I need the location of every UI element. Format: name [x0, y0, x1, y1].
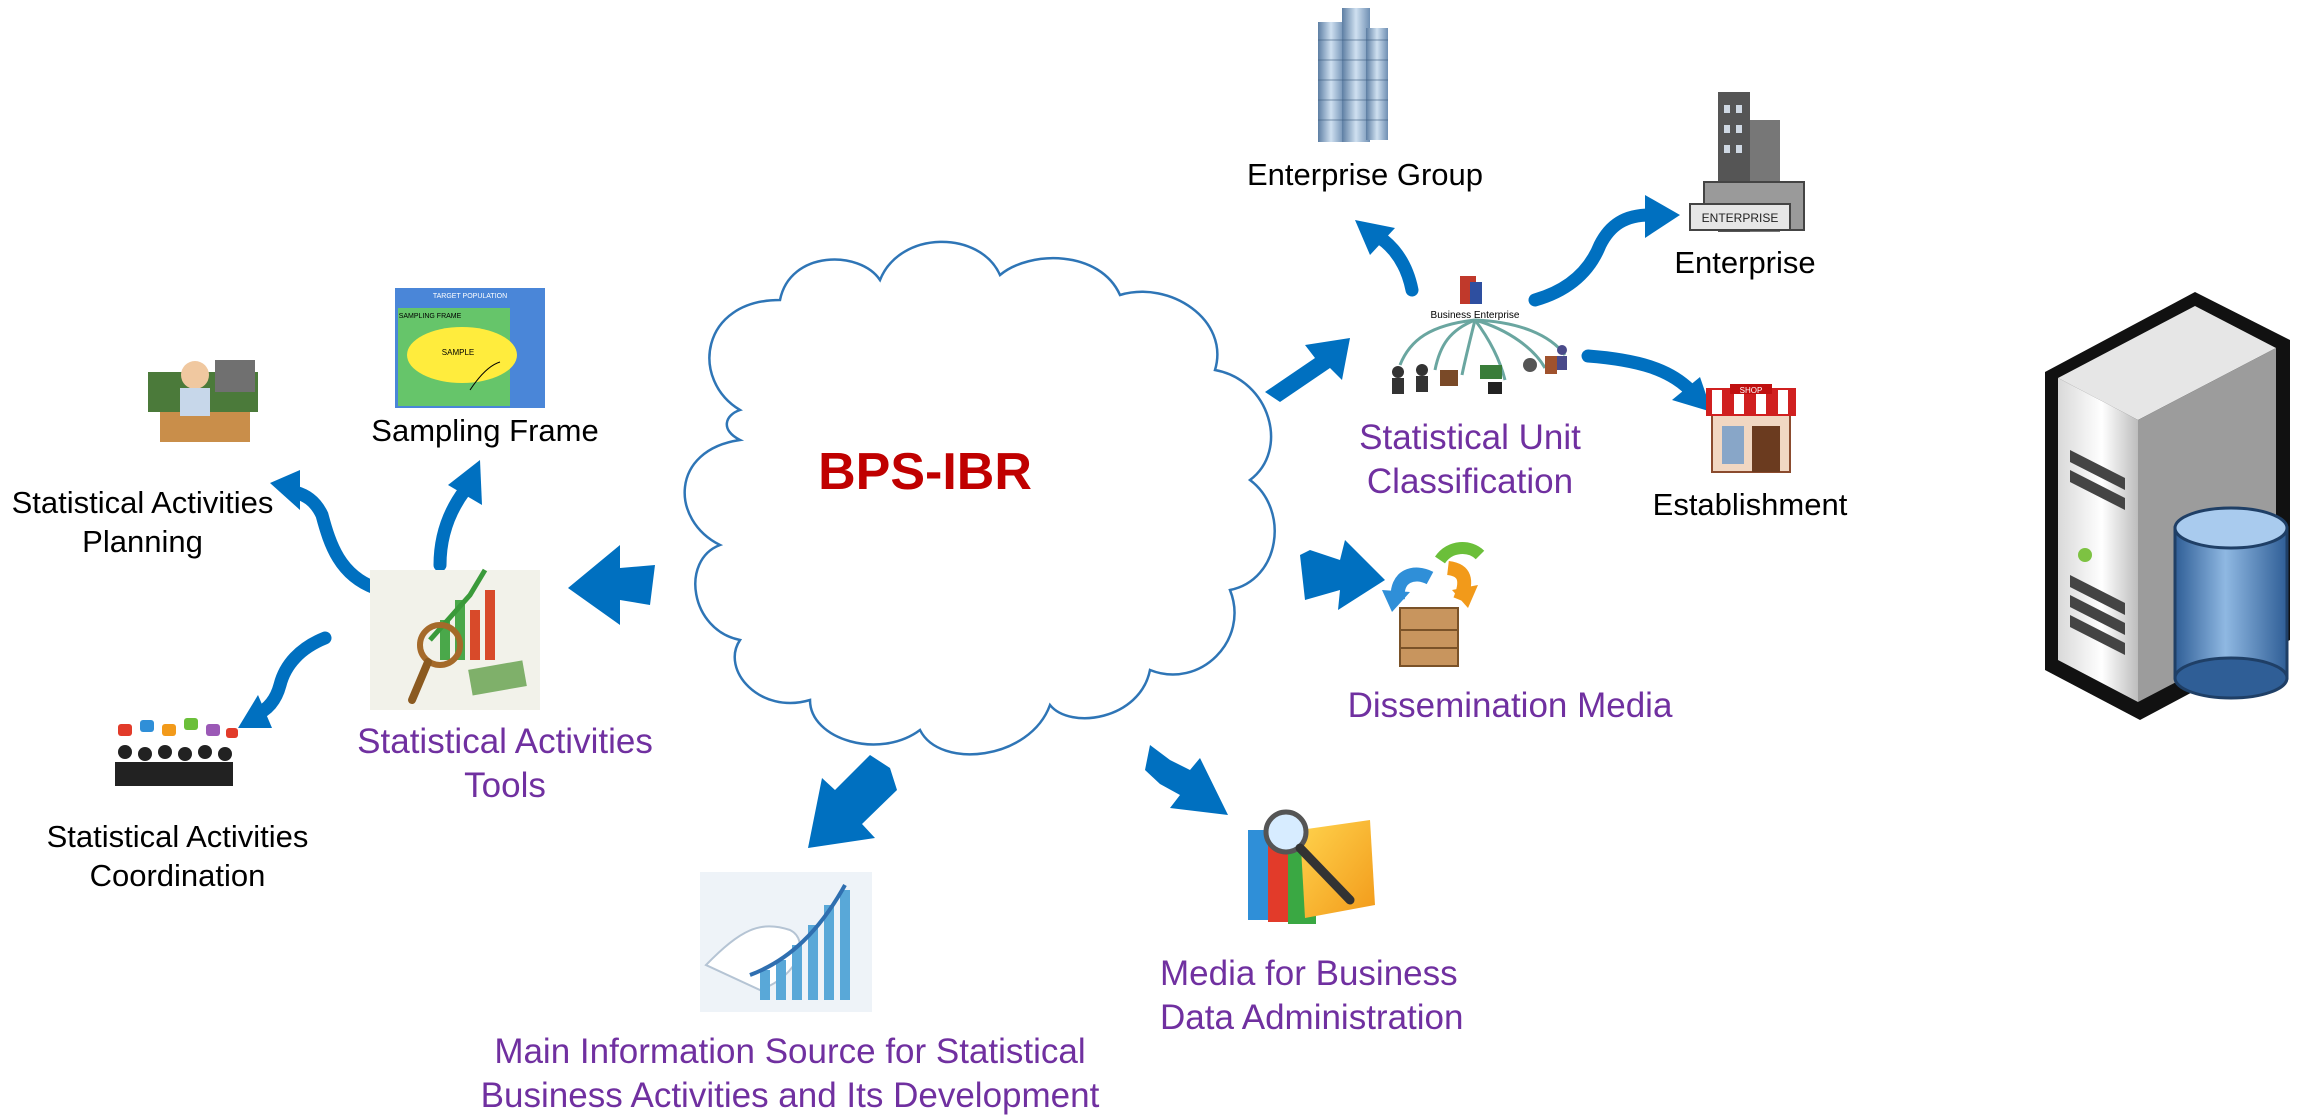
- target-population-text: TARGET POPULATION: [433, 293, 507, 300]
- label-suc-line2: Classification: [1366, 461, 1574, 501]
- growth-chart-picture-icon: [700, 872, 872, 1012]
- head-coordination: [238, 695, 272, 728]
- person-at-desk-icon: [148, 360, 258, 442]
- tools-chart-magnifier-icon: [370, 568, 540, 710]
- label-mis-line2: Business Activities and Its Development: [480, 1075, 1100, 1115]
- label-sap-line1: Statistical Activities: [11, 485, 274, 520]
- label-statistical-unit-classification: Statistical Unit Classification: [1340, 416, 1600, 504]
- label-sap-line2: Planning: [82, 523, 203, 559]
- center-title: BPS-IBR: [818, 443, 1032, 501]
- label-statistical-activities-tools: Statistical Activities Tools: [320, 720, 690, 808]
- label-suc-line1: Statistical Unit: [1359, 418, 1581, 457]
- arrow-to-dissemination: [1300, 540, 1385, 610]
- label-media-business-admin: Media for Business Data Administration: [1160, 952, 1500, 1040]
- label-establishment: Establishment: [1652, 487, 1848, 522]
- curve-to-enterprise: [1528, 208, 1657, 307]
- label-mba-line2: Data Administration: [1160, 997, 1464, 1037]
- label-sat-line2: Tools: [464, 765, 546, 805]
- label-mba-line1: Media for Business: [1160, 954, 1458, 993]
- curve-arrowheads: [238, 195, 1712, 728]
- business-enterprise-hierarchy-icon: Business Enterprise: [1392, 276, 1567, 394]
- server-database-icon: [2045, 292, 2290, 720]
- label-sac-line1: Statistical Activities: [46, 819, 309, 854]
- bps-ibr-cloud: [683, 240, 1276, 756]
- curve-to-coordination: [248, 631, 332, 722]
- business-enterprise-text: Business Enterprise: [1431, 310, 1520, 321]
- label-enterprise: Enterprise: [1674, 245, 1816, 280]
- head-enterprise-group: [1355, 220, 1395, 255]
- folders-magnifier-icon: [1248, 809, 1375, 924]
- arrow-to-media-admin: [1145, 745, 1228, 815]
- enterprise-group-buildings-icon: [1318, 8, 1388, 142]
- shop-sign-text: SHOP: [1740, 386, 1763, 395]
- shop-icon: SHOP: [1706, 384, 1796, 473]
- title-holder: BPS-IBR: [818, 443, 1032, 501]
- head-planning: [270, 470, 300, 510]
- arrows-group: [568, 338, 1385, 848]
- team-meeting-icon: [115, 718, 238, 786]
- label-statistical-activities-coordination: Statistical Activities Coordination: [30, 818, 325, 896]
- label-main-info-source: Main Information Source for Statistical …: [460, 1030, 1120, 1118]
- label-dissemination-media: Dissemination Media: [1347, 686, 1673, 725]
- head-establishment: [1672, 377, 1712, 412]
- sample-text: SAMPLE: [442, 348, 474, 357]
- dissemination-box-icon: [1382, 542, 1485, 667]
- curve-to-sampling-frame: [433, 483, 472, 572]
- head-sampling-frame: [448, 460, 482, 505]
- curved-arrows: [248, 208, 1697, 722]
- arrow-to-tools: [568, 545, 655, 625]
- enterprise-sign-text: ENTERPRISE: [1702, 211, 1779, 225]
- head-enterprise: [1645, 195, 1680, 238]
- label-mis-line1: Main Information Source for Statistical: [494, 1032, 1086, 1071]
- sampling-frame-inner-text: SAMPLING FRAME: [399, 313, 462, 320]
- label-sac-line2: Coordination: [89, 857, 266, 893]
- enterprise-building-icon: ENTERPRISE: [1689, 92, 1805, 232]
- label-sat-line1: Statistical Activities: [357, 722, 653, 761]
- sampling-frame-picture-icon: TARGET POPULATION SAMPLING FRAME SAMPLE: [395, 288, 545, 408]
- label-sampling-frame: Sampling Frame: [371, 413, 599, 448]
- arrow-to-main-info: [808, 755, 897, 848]
- label-statistical-activities-planning: Statistical Activities Planning: [0, 484, 285, 562]
- arrow-to-classification: [1265, 338, 1350, 402]
- curve-to-establishment: [1581, 349, 1697, 397]
- curve-to-planning: [288, 485, 382, 595]
- label-enterprise-group: Enterprise Group: [1246, 157, 1484, 192]
